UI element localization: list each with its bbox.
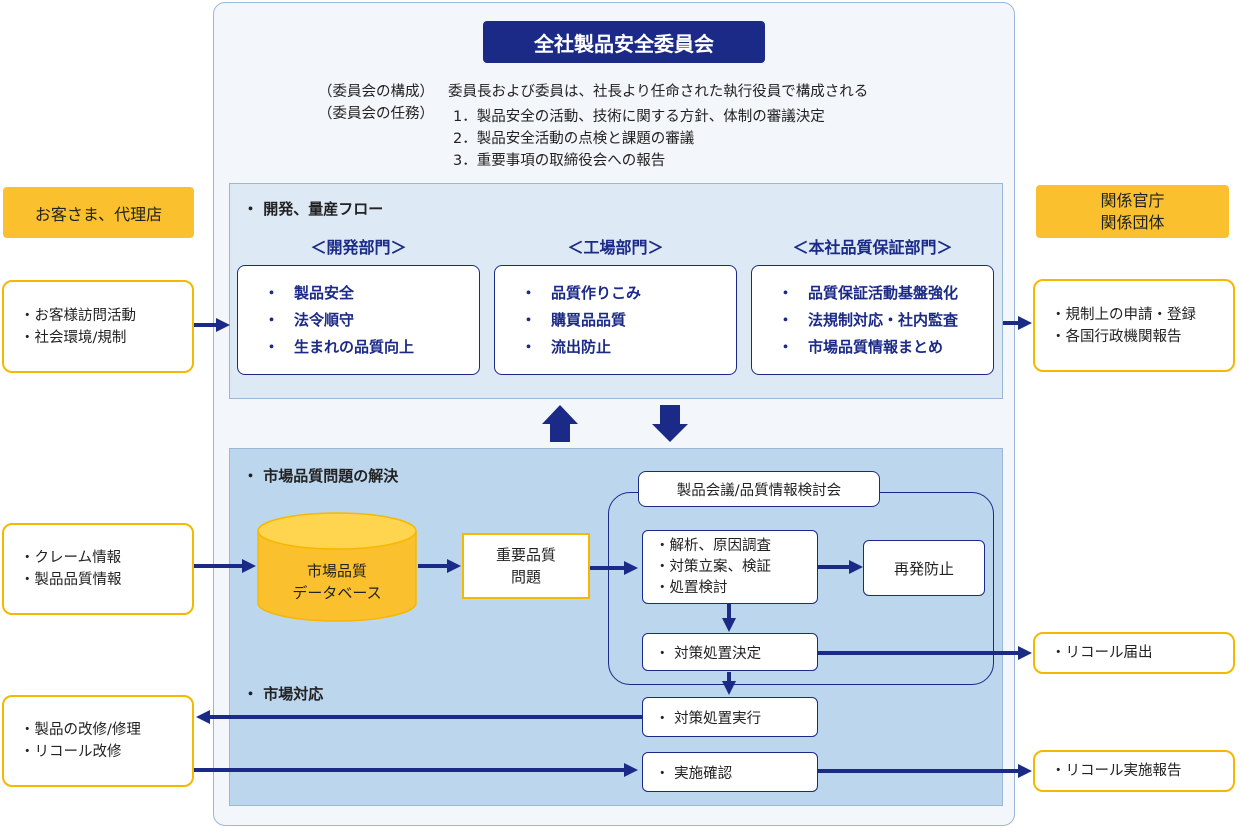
regulations-item: ・各国行政機関報告 [1051, 328, 1182, 345]
dept-heading-development: ＜開発部門＞ [310, 238, 407, 257]
important-issue-box: 重要品質 問題 [462, 533, 590, 599]
dept-heading-factory: ＜工場部門＞ [567, 238, 664, 257]
composition-label: （委員会の構成） [318, 84, 434, 100]
visits-item: ・社会環境/規制 [20, 329, 127, 346]
duties-label: （委員会の任務） [318, 106, 434, 122]
dept-item: ・ 品質保証活動基盤強化 [778, 284, 959, 302]
visits-box: ・お客様訪問活動 ・社会環境/規制 [2, 280, 194, 373]
prevention-box: 再発防止 [863, 540, 985, 596]
execution-box: ・ 対策処置実行 [642, 697, 818, 737]
analysis-item: ・対策立案、検証 [655, 559, 771, 575]
analysis-item: ・解析、原因調査 [655, 538, 771, 554]
dept-heading-qa: ＜本社品質保証部門＞ [792, 238, 953, 257]
visits-item: ・お客様訪問活動 [20, 307, 136, 324]
regulations-item: ・規制上の申請・登録 [1051, 306, 1196, 323]
down-arrow-icon [652, 405, 688, 442]
meeting-label: 製品会議/品質情報検討会 [638, 471, 880, 507]
analysis-item: ・処置検討 [655, 580, 728, 596]
database-label-line: 市場品質 [306, 562, 367, 580]
repairs-item: ・製品の改修/修理 [20, 722, 141, 738]
duty-item: 2．製品安全活動の点検と課題の審議 [453, 131, 695, 147]
database-label-line: データベース [292, 584, 382, 602]
dept-item: ・ 流出防止 [521, 338, 612, 356]
duty-item: 1．製品安全の活動、技術に関する方針、体制の審議決定 [453, 109, 825, 125]
dept-box-development: ・ 製品安全 ・ 法令順守 ・ 生まれの品質向上 [237, 265, 480, 375]
authorities-header: 関係官庁 関係団体 [1036, 185, 1229, 238]
market-response-title: ・ 市場対応 [243, 685, 324, 703]
dept-item: ・ 法令順守 [264, 311, 355, 329]
dept-item: ・ 生まれの品質向上 [264, 338, 415, 356]
database-label: 市場品質 データベース [258, 556, 416, 608]
regulations-box: ・規制上の申請・登録 ・各国行政機関報告 [1033, 279, 1235, 372]
recall-report-box: ・リコール実施報告 [1033, 750, 1235, 792]
up-arrow-icon [542, 405, 578, 442]
committee-title: 全社製品安全委員会 [483, 21, 765, 63]
duty-item: 3．重要事項の取締役会への報告 [453, 153, 666, 169]
dept-item: ・ 製品安全 [264, 284, 355, 302]
composition-text: 委員長および委員は、社長より任命された執行役員で構成される [448, 84, 869, 100]
market-quality-title: ・ 市場品質問題の解決 [243, 467, 399, 485]
repairs-box: ・製品の改修/修理 ・リコール改修 [2, 695, 194, 787]
recall-notice-box: ・リコール届出 [1033, 632, 1235, 674]
confirmation-box: ・ 実施確認 [642, 752, 818, 792]
important-issue-line: 重要品質 [495, 546, 556, 564]
claims-box: ・クレーム情報 ・製品品質情報 [2, 523, 194, 615]
customers-header: お客さま、代理店 [3, 187, 194, 238]
dept-item: ・ 法規制対応・社内監査 [778, 311, 959, 329]
dept-item: ・ 品質作りこみ [521, 284, 642, 302]
dept-box-factory: ・ 品質作りこみ ・ 購買品品質 ・ 流出防止 [494, 265, 737, 375]
recall-notice-text: ・リコール届出 [1051, 645, 1153, 661]
dept-item: ・ 購買品品質 [521, 311, 627, 329]
recall-report-text: ・リコール実施報告 [1051, 763, 1182, 779]
claims-item: ・製品品質情報 [20, 572, 122, 588]
decision-box: ・ 対策処置決定 [642, 633, 818, 671]
analysis-box: ・解析、原因調査 ・対策立案、検証 ・処置検討 [642, 530, 818, 604]
important-issue-line: 問題 [510, 568, 541, 586]
claims-item: ・クレーム情報 [20, 550, 122, 566]
authorities-header-line: 関係団体 [1100, 212, 1165, 232]
development-flow-title: ・ 開発、量産フロー [243, 200, 384, 218]
repairs-item: ・リコール改修 [20, 744, 122, 760]
authorities-header-line: 関係官庁 [1100, 190, 1165, 210]
dept-box-qa: ・ 品質保証活動基盤強化 ・ 法規制対応・社内監査 ・ 市場品質情報まとめ [751, 265, 994, 375]
database-icon [257, 512, 417, 622]
dept-item: ・ 市場品質情報まとめ [778, 338, 944, 356]
